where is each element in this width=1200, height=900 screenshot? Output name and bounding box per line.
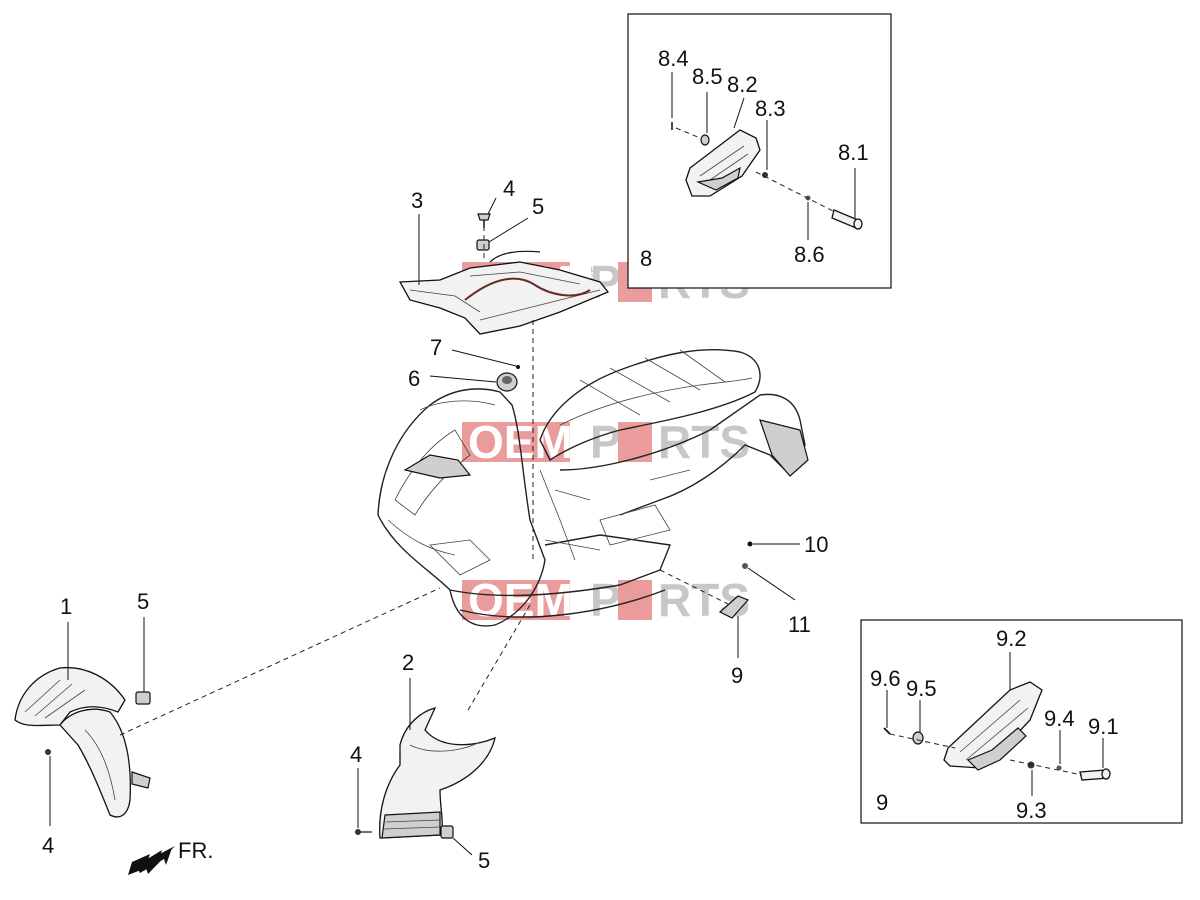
watermark-middle: OEM Pa RTS <box>462 416 750 468</box>
callout-1: 1 <box>60 594 72 680</box>
callout-7: 7 <box>430 335 517 367</box>
callout-10: 10 <box>753 532 828 557</box>
part-10-pin <box>747 541 753 547</box>
callout-11-label: 11 <box>788 612 811 637</box>
clip-5-left <box>135 691 151 705</box>
callout-4-top-label: 4 <box>503 176 515 201</box>
callout-5-bottom: 5 <box>452 837 490 873</box>
callout-2: 2 <box>402 650 414 730</box>
assembly-lines <box>119 226 731 736</box>
part-1-front-mudguard <box>14 666 151 818</box>
callout-9: 9 <box>731 616 743 688</box>
inset8-label-8-5: 8.5 <box>692 64 723 89</box>
callout-10-label: 10 <box>804 532 828 557</box>
inset8-label-8-6: 8.6 <box>794 242 825 267</box>
screw-4-left <box>45 749 51 755</box>
callout-4-bottom: 4 <box>350 742 362 828</box>
callout-9-label: 9 <box>731 663 743 688</box>
screw-4-top <box>477 213 491 228</box>
callout-5-top-label: 5 <box>532 194 544 219</box>
part-3-upper-cover <box>398 250 610 335</box>
callout-4-top: 4 <box>487 176 515 215</box>
inset8-label-8-4: 8.4 <box>658 46 689 71</box>
callout-4-left-label: 4 <box>42 833 54 858</box>
callout-2-label: 2 <box>402 650 414 675</box>
clip-5-top <box>476 239 490 251</box>
callout-5-bottom-label: 5 <box>478 848 490 873</box>
inset8-label-8-2: 8.2 <box>727 72 758 97</box>
part-6-grommet <box>496 372 518 392</box>
inset8-label-8-3: 8.3 <box>755 96 786 121</box>
inset9-label-9-5: 9.5 <box>906 676 937 701</box>
callout-7-label: 7 <box>430 335 442 360</box>
watermark-rts: RTS <box>658 416 750 468</box>
inset9-label-9-3: 9.3 <box>1016 798 1047 823</box>
callout-3-label: 3 <box>411 188 423 213</box>
inset9-group-label: 9 <box>876 790 888 815</box>
callout-6: 6 <box>408 366 497 391</box>
scooter-body-outline <box>377 349 809 627</box>
inset-box-9: 9.6 9.5 9.2 9.4 9.1 9.3 9 <box>860 619 1183 824</box>
callout-4-bottom-label: 4 <box>350 742 362 767</box>
watermark-bottom: OEM Pa RTS <box>462 574 750 626</box>
watermark-oem: OEM <box>468 416 573 468</box>
callout-1-label: 1 <box>60 594 72 619</box>
inset9-label-9-4: 9.4 <box>1044 706 1075 731</box>
inset9-label-9-6: 9.6 <box>870 666 901 691</box>
inset9-label-9-2: 9.2 <box>996 626 1027 651</box>
watermark-oem: OEM <box>468 574 573 626</box>
front-direction-indicator: FR. <box>128 838 213 875</box>
clip-5-bottom <box>440 825 454 839</box>
inset8-label-8-1: 8.1 <box>838 140 869 165</box>
screw-4-bottom <box>355 829 372 835</box>
inset8-group-label: 8 <box>640 246 652 271</box>
part-11-washer <box>742 563 748 569</box>
callout-5-left-label: 5 <box>137 589 149 614</box>
part-9-footrest <box>718 595 750 619</box>
callout-11: 11 <box>747 567 811 637</box>
watermark-bike: BIKE <box>590 266 601 290</box>
part-7-pin <box>516 365 520 369</box>
inset9-label-9-1: 9.1 <box>1088 714 1119 739</box>
callout-6-label: 6 <box>408 366 420 391</box>
inset-box-8: 8.4 8.5 8.2 8.3 8.1 8.6 8 <box>627 13 892 289</box>
part-2-lower-cover <box>379 707 496 839</box>
callout-5-top: 5 <box>488 194 544 243</box>
front-label: FR. <box>178 838 213 863</box>
callout-3: 3 <box>411 188 423 285</box>
callout-5-left: 5 <box>137 589 149 692</box>
callout-4-left: 4 <box>42 756 54 858</box>
